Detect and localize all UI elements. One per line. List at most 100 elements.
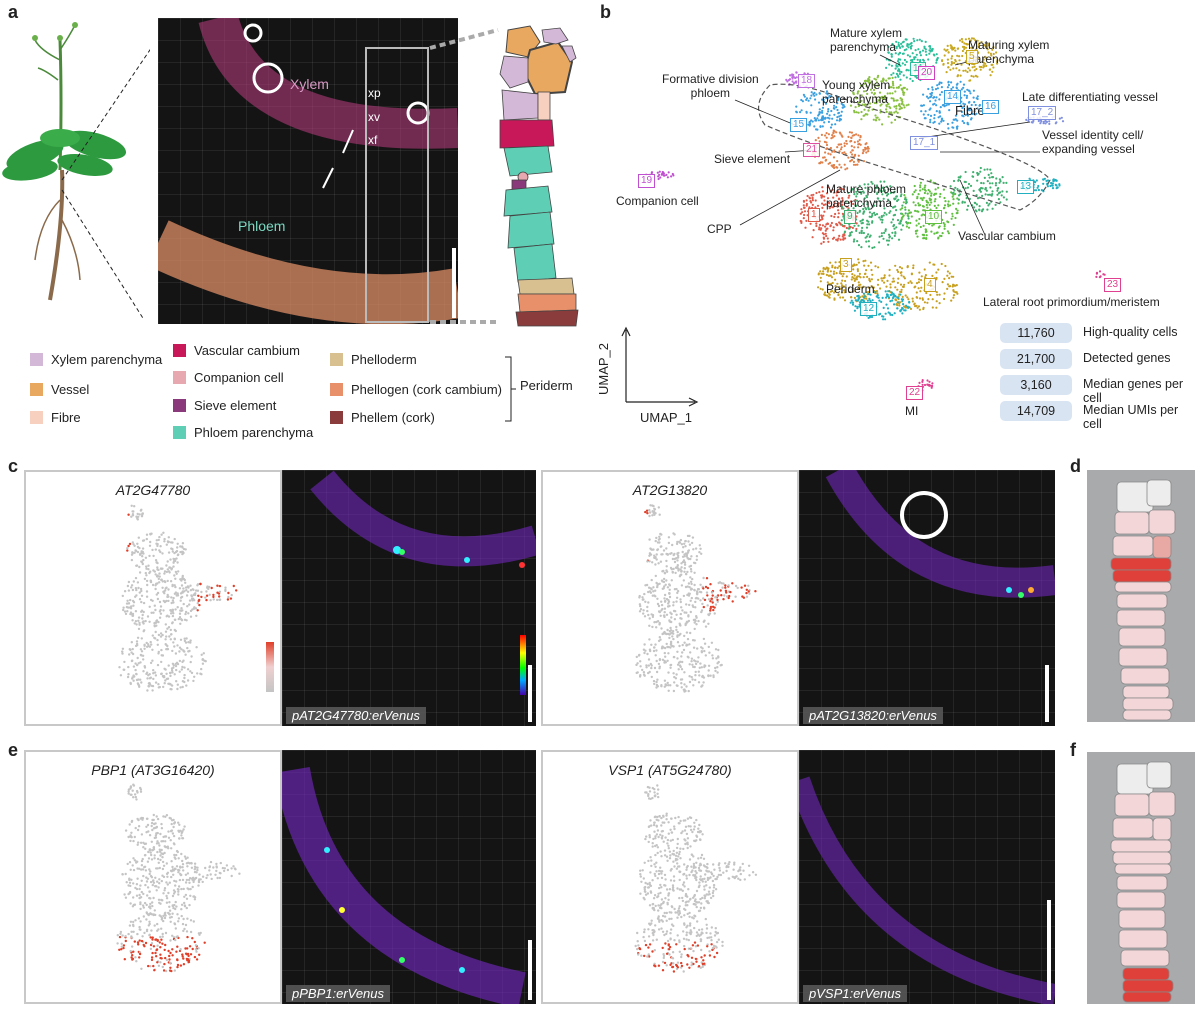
legend-label: Fibre [51, 410, 81, 425]
legend-item: Phellogen (cork cambium) [330, 382, 502, 397]
label-mature-xylem: Mature xylem parenchyma [830, 26, 902, 54]
stat-label: Median UMIs per cell [1083, 403, 1200, 431]
cluster-number: 22 [906, 386, 923, 400]
legend-item: Sieve element [173, 398, 276, 413]
umap-expression-vsp1: VSP1 (AT5G24780) [541, 750, 799, 1004]
legend-swatch [30, 411, 43, 424]
label-late-vessel: Late differentiating vessel [1022, 90, 1158, 104]
cluster-number: 16 [982, 100, 999, 114]
micrograph-vsp1: pVSP1:erVenus [799, 750, 1055, 1004]
legend-label: Phellogen (cork cambium) [351, 382, 502, 397]
stat-label: Median genes per cell [1083, 377, 1200, 405]
xylem-label: Xylem [290, 76, 329, 92]
xv-label: xv [368, 110, 380, 124]
legend-swatch [30, 383, 43, 396]
panel-letter-c: c [8, 456, 18, 477]
reporter-caption: pAT2G13820:erVenus [803, 707, 943, 724]
reporter-caption: pVSP1:erVenus [803, 985, 907, 1002]
cluster-number: 17_1 [910, 136, 938, 150]
label-companion-cell: Companion cell [616, 194, 699, 208]
legend-swatch [330, 411, 343, 424]
cluster-number: 19 [638, 174, 655, 188]
label-periderm: Periderm [826, 282, 875, 296]
cluster-number: 15 [790, 118, 807, 132]
legend-item: Phellem (cork) [330, 410, 435, 425]
legend-item: Phloem parenchyma [173, 425, 313, 440]
label-vessel-identity: Vessel identity cell/ expanding vessel [1042, 128, 1143, 156]
micrograph-at2g47780: pAT2G47780:erVenus [282, 470, 536, 726]
legend-label: Sieve element [194, 398, 276, 413]
legend-item: Fibre [30, 410, 81, 425]
phloem-label: Phloem [238, 218, 285, 234]
legend-swatch [330, 383, 343, 396]
legend-swatch [173, 399, 186, 412]
legend-label: Vascular cambium [194, 343, 300, 358]
legend-swatch [330, 353, 343, 366]
label-lateral-root: Lateral root primordium/meristem [983, 295, 1160, 309]
legend-label: Xylem parenchyma [51, 352, 162, 367]
schematic-expression-f [1087, 752, 1195, 1004]
cluster-number: 10 [925, 210, 942, 224]
legend-item: Xylem parenchyma [30, 352, 162, 367]
stat-value: 3,160 [1000, 375, 1072, 395]
periderm-bracket-label: Periderm [520, 378, 573, 393]
legend-swatch [173, 344, 186, 357]
legend-item: Vessel [30, 382, 89, 397]
legend-label: Phellem (cork) [351, 410, 435, 425]
legend-item: Phelloderm [330, 352, 417, 367]
stat-value: 11,760 [1000, 323, 1072, 343]
umap-y-axis-label: UMAP_2 [596, 343, 611, 395]
umap-expression-at2g47780: AT2G47780 [24, 470, 282, 726]
micrograph-pbp1: pPBP1:erVenus [282, 750, 536, 1004]
xp-label: xp [368, 86, 381, 100]
legend-label: Phloem parenchyma [194, 425, 313, 440]
label-maturing-xylem: Maturing xylem parenchyma [968, 38, 1049, 66]
cluster-number: 21 [803, 143, 820, 157]
umap-expression-pbp1: PBP1 (AT3G16420) [24, 750, 282, 1004]
panel-letter-e: e [8, 740, 18, 761]
cluster-number: 20 [918, 66, 935, 80]
legend-label: Phelloderm [351, 352, 417, 367]
label-sieve-element: Sieve element [714, 152, 790, 166]
stat-label: Detected genes [1083, 351, 1171, 365]
cluster-number: 5 [966, 50, 978, 64]
stat-value: 21,700 [1000, 349, 1072, 369]
legend-item: Companion cell [173, 370, 284, 385]
umap-expression-at2g13820: AT2G13820 [541, 470, 799, 726]
plant-illustration [0, 20, 150, 320]
cluster-number: 13 [1017, 180, 1034, 194]
umap-x-axis-label: UMAP_1 [640, 410, 692, 425]
expression-colorbar [266, 642, 274, 692]
label-young-xylem: Young xylem parenchyma [822, 78, 890, 106]
cluster-number: 18 [798, 74, 815, 88]
micrograph-at2g13820: pAT2G13820:erVenus [799, 470, 1055, 726]
label-vascular-cambium: Vascular cambium [958, 229, 1056, 243]
panel-letter-f: f [1070, 740, 1076, 761]
cluster-number: 1 [808, 208, 820, 222]
legend-swatch [173, 371, 186, 384]
periderm-bracket [503, 355, 517, 423]
label-cpp: CPP [707, 222, 732, 236]
legend-label: Companion cell [194, 370, 284, 385]
label-mi: MI [905, 404, 918, 418]
cell-type-schematic [490, 22, 590, 330]
reporter-caption: pAT2G47780:erVenus [286, 707, 426, 724]
label-fibre: Fibre [955, 104, 985, 118]
label-formative-phloem: Formative division phloem [662, 72, 759, 100]
cluster-number: 23 [1104, 278, 1121, 292]
stat-label: High-quality cells [1083, 325, 1177, 339]
cluster-number: 3 [840, 258, 852, 272]
legend-label: Vessel [51, 382, 89, 397]
cluster-number: 12 [860, 302, 877, 316]
cluster-number: 17_2 [1028, 106, 1056, 120]
stat-value: 14,709 [1000, 401, 1072, 421]
cluster-number: 4 [924, 278, 936, 292]
cluster-number: 9 [844, 210, 856, 224]
panel-letter-d: d [1070, 456, 1081, 477]
legend-swatch [173, 426, 186, 439]
reporter-caption: pPBP1:erVenus [286, 985, 390, 1002]
legend-item: Vascular cambium [173, 343, 300, 358]
schematic-expression-d [1087, 470, 1195, 722]
cluster-number: 14 [944, 90, 961, 104]
cross-section-micrograph: Xylem Phloem xp xv xf [158, 18, 458, 324]
